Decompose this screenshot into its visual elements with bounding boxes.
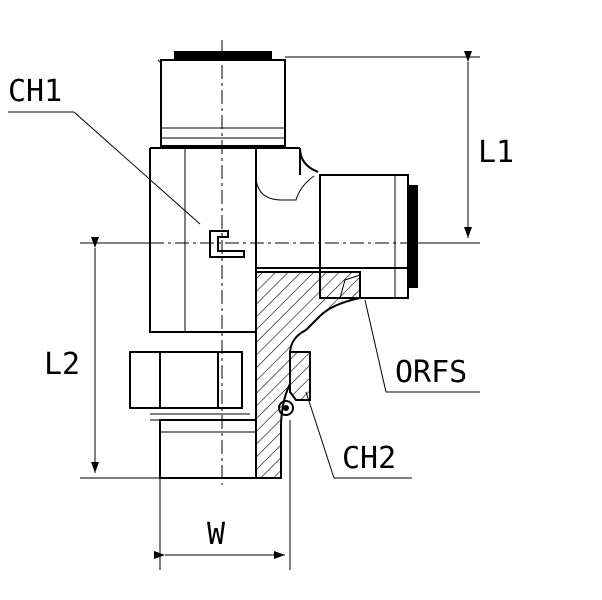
section-cut: [255, 267, 410, 479]
leader-ch1: CH1: [8, 74, 201, 225]
dimension-l2: L2: [44, 237, 160, 479]
label-ch2: CH2: [342, 441, 396, 476]
top-stud: [157, 51, 286, 147]
lock-nut: [278, 351, 311, 416]
leader-ch2: CH2: [305, 391, 412, 479]
label-ch1: CH1: [8, 74, 62, 109]
label-w: W: [207, 517, 226, 552]
leader-orfs: ORFS: [364, 299, 480, 393]
dimension-w: W: [154, 420, 291, 570]
label-orfs: ORFS: [395, 355, 467, 390]
label-l2: L2: [44, 347, 80, 382]
orfs-port: [319, 174, 418, 299]
label-l1: L1: [478, 135, 514, 170]
lower-nut: [129, 351, 257, 479]
dimension-l1: L1: [285, 51, 514, 244]
tee-body: [149, 147, 319, 333]
